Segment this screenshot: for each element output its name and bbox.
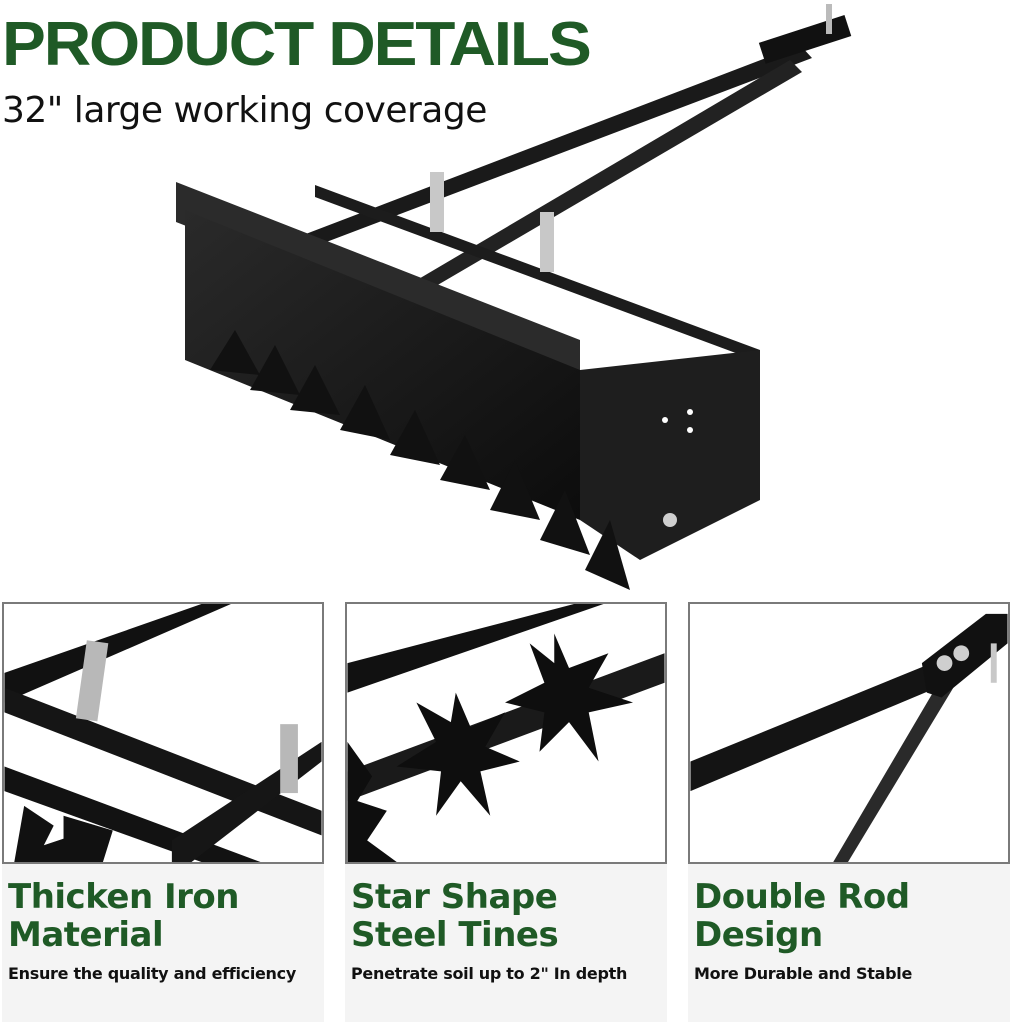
feature-title: Double Rod Design xyxy=(694,877,910,955)
feature-card-thicken-iron: Thicken Iron Material Ensure the quality… xyxy=(2,602,324,1022)
page-subtitle: 32" large working coverage xyxy=(2,90,487,131)
double-rod-image xyxy=(690,613,1008,862)
feature-title: Star Shape Steel Tines xyxy=(351,877,559,955)
feature-card-star-tines: Star Shape Steel Tines Penetrate soil up… xyxy=(345,602,667,1022)
feature-image-frame xyxy=(688,602,1010,864)
feature-title: Thicken Iron Material xyxy=(8,877,240,955)
feature-description: Penetrate soil up to 2" In depth xyxy=(351,964,628,983)
feature-image-frame xyxy=(2,602,324,864)
product-hero-image xyxy=(160,0,1011,600)
feature-description: Ensure the quality and efficiency xyxy=(8,964,296,983)
feature-card-double-rod: Double Rod Design More Durable and Stabl… xyxy=(688,602,1010,1022)
aerator-illustration xyxy=(176,4,852,590)
feature-description: More Durable and Stable xyxy=(694,964,913,983)
feature-image-frame xyxy=(345,602,667,864)
frame-bars-image xyxy=(4,604,322,862)
star-tines-image xyxy=(347,604,665,862)
page-title: PRODUCT DETAILS xyxy=(2,10,592,79)
